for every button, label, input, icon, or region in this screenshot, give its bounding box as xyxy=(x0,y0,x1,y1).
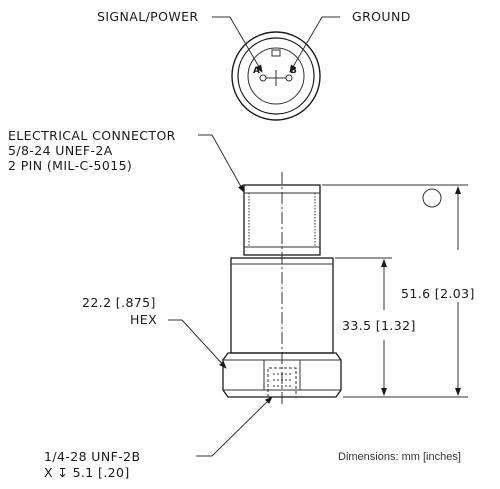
hex-size-label: 22.2 [.875] xyxy=(82,295,156,310)
connector-callout-line2: 5/8-24 UNEF-2A xyxy=(8,143,113,158)
ground-leader xyxy=(289,16,340,73)
connector-callout-line3: 2 PIN (MIL-C-5015) xyxy=(8,158,132,173)
body-height-dimension xyxy=(335,257,392,396)
signal-power-label: SIGNAL/POWER xyxy=(97,9,199,24)
hex-label: HEX xyxy=(130,312,157,327)
overall-height-label: 51.6 [2.03] xyxy=(401,286,475,301)
signal-power-leader xyxy=(212,16,263,73)
overall-height-dimension xyxy=(322,184,468,398)
connector-leader xyxy=(198,134,245,193)
body-height-label: 33.5 [1.32] xyxy=(342,318,416,333)
ground-label: GROUND xyxy=(352,9,411,24)
mount-leader xyxy=(196,396,273,457)
mount-thread-line1: 1/4-28 UNF-2B xyxy=(44,449,140,464)
reference-circle xyxy=(422,188,442,208)
hex-base xyxy=(222,352,342,398)
units-note: Dimensions: mm [inches] xyxy=(338,451,461,463)
mount-thread-line2: X ↧ 5.1 [.20] xyxy=(44,465,130,480)
connector-end-view xyxy=(231,31,321,121)
hex-leader xyxy=(168,319,227,369)
pin-a-contact xyxy=(259,74,267,82)
connector-callout-line1: ELECTRICAL CONNECTOR xyxy=(8,128,176,143)
